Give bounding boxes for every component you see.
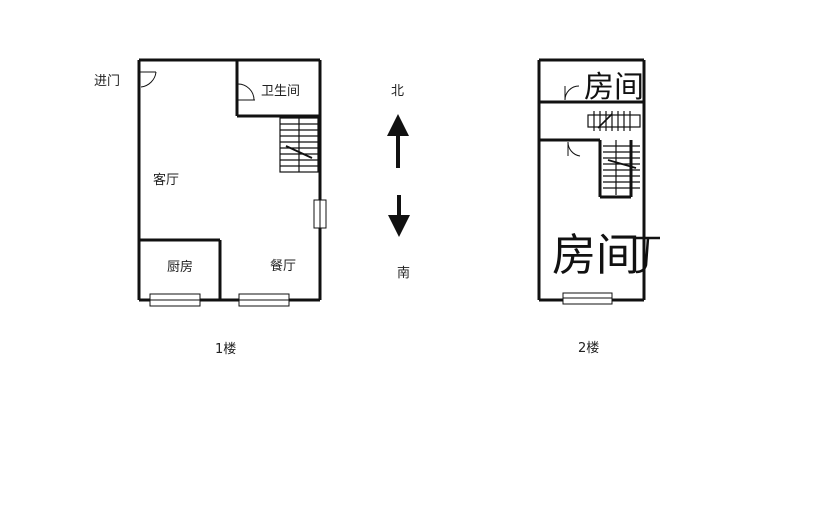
entrance-door-icon <box>139 71 157 88</box>
floor1-window-east-icon <box>313 199 327 229</box>
dining-room-label: 餐厅 <box>270 258 296 274</box>
floor2-window-icon <box>562 292 613 305</box>
entrance-label: 进门 <box>94 74 120 89</box>
kitchen-label: 厨房 <box>167 259 193 275</box>
floor2-plan: 房间 房间 2楼 <box>537 58 660 356</box>
floor2-staircase-upper-icon <box>587 111 641 131</box>
south-arrow-icon <box>388 195 410 237</box>
floor2-large-room-label: 房间 <box>552 230 640 281</box>
floor1-window-kitchen-icon <box>149 293 201 307</box>
living-room-label: 客厅 <box>153 172 179 188</box>
floor2-staircase-lower-icon <box>603 140 640 195</box>
south-label: 南 <box>397 265 410 281</box>
floor1-staircase-icon <box>279 117 319 173</box>
floor2-caption: 2楼 <box>578 341 599 356</box>
north-label: 北 <box>391 84 404 99</box>
bathroom-door-icon <box>237 83 255 101</box>
floor1-window-dining-icon <box>238 293 290 307</box>
bathroom-label: 卫生间 <box>261 84 300 99</box>
handwriting-stroke-icon <box>635 236 660 274</box>
floor1-plan: 进门 卫生间 客厅 厨房 餐厅 1楼 <box>94 58 327 357</box>
floor2-small-room-label: 房间 <box>584 70 644 105</box>
north-arrow-icon <box>387 114 409 168</box>
floor2-door-small-room-icon <box>564 85 580 101</box>
floor1-caption: 1楼 <box>215 342 236 357</box>
floor2-door-large-room-icon <box>567 141 581 157</box>
compass: 北 南 <box>387 84 410 281</box>
